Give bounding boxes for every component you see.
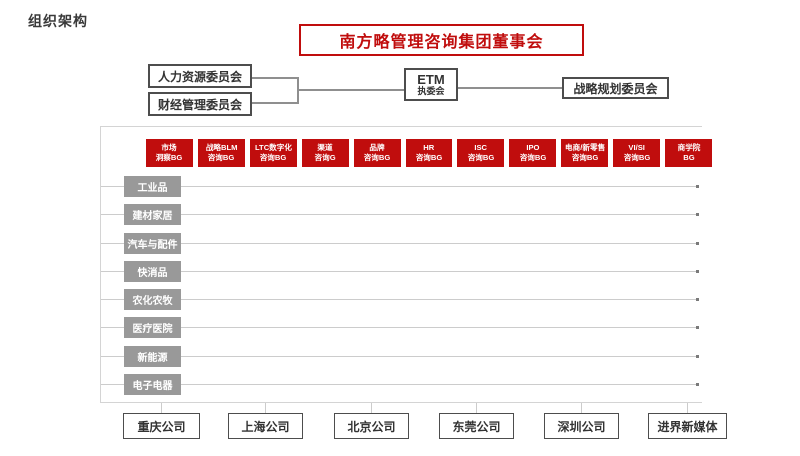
company-box-shenzhen: 深圳公司 (544, 413, 619, 439)
company-box-dongguan: 东莞公司 (439, 413, 514, 439)
finance-committee-box: 财经管理委员会 (148, 92, 252, 116)
industry-row-building-materials: 建材家居 (124, 204, 181, 225)
company-box-jinjie-new-media: 进界新媒体 (648, 413, 727, 439)
row-arrowhead (696, 383, 699, 386)
company-tick (265, 403, 266, 414)
company-box-shanghai: 上海公司 (228, 413, 303, 439)
company-tick (476, 403, 477, 414)
industry-row-auto-parts: 汽车与配件 (124, 233, 181, 254)
company-tick (371, 403, 372, 414)
industry-row-new-energy: 新能源 (124, 346, 181, 367)
etm-committee-box: ETM 执委会 (404, 68, 458, 101)
row-line (101, 271, 696, 272)
row-arrowhead (696, 242, 699, 245)
company-tick (687, 403, 688, 414)
etm-subtitle: 执委会 (417, 85, 445, 96)
industry-row-medical: 医疗医院 (124, 317, 181, 338)
company-box-beijing: 北京公司 (334, 413, 409, 439)
row-arrowhead (696, 270, 699, 273)
bg-header-ltc-digital: LTC数字化咨询BG (249, 139, 297, 167)
etm-title: ETM (417, 71, 445, 87)
row-line (101, 327, 696, 328)
row-line (101, 243, 696, 244)
strategy-committee-box: 战略规划委员会 (562, 77, 669, 99)
row-arrowhead (696, 326, 699, 329)
connector-hr-to-bracket (251, 77, 299, 79)
company-box-chongqing: 重庆公司 (123, 413, 200, 439)
row-arrowhead (696, 213, 699, 216)
board-title-box: 南方略管理咨询集团董事会 (299, 24, 584, 56)
connector-finance-to-bracket (251, 102, 299, 104)
industry-row-fmcg: 快消品 (124, 261, 181, 282)
industry-row-industrial: 工业品 (124, 176, 181, 197)
bg-header-brand: 品牌咨询BG (353, 139, 401, 167)
company-tick (161, 403, 162, 414)
hr-committee-box: 人力资源委员会 (148, 64, 252, 88)
connector-etm-to-strategy (458, 87, 562, 89)
bg-header-market-insight: 市场洞察BG (146, 139, 193, 167)
hr-committee-label: 人力资源委员会 (157, 69, 242, 84)
row-arrowhead (696, 355, 699, 358)
bg-header-channel: 渠道咨询G (301, 139, 349, 167)
connector-bracket-vertical (297, 77, 299, 104)
industry-row-agriculture: 农化农牧 (124, 289, 181, 310)
bg-header-ecommerce: 电商/新零售咨询BG (561, 139, 609, 167)
strategy-committee-label: 战略规划委员会 (573, 81, 658, 96)
row-line (101, 186, 696, 187)
row-arrowhead (696, 298, 699, 301)
row-line (101, 384, 696, 385)
company-tick (581, 403, 582, 414)
page-title: 组织架构 (28, 13, 88, 29)
connector-bracket-to-etm (299, 89, 404, 91)
row-line (101, 299, 696, 300)
finance-committee-label: 财经管理委员会 (157, 97, 242, 112)
industry-row-electronics: 电子电器 (124, 374, 181, 395)
board-title-text: 南方略管理咨询集团董事会 (339, 34, 544, 51)
row-line (101, 214, 696, 215)
row-line (101, 356, 696, 357)
row-arrowhead (696, 185, 699, 188)
